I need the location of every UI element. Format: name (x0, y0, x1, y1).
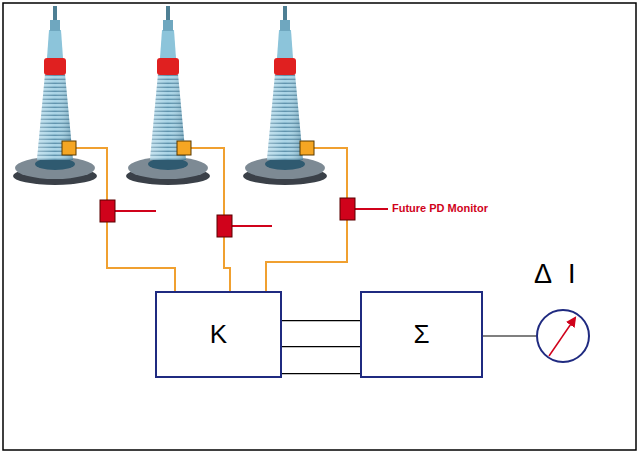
frame (3, 3, 636, 450)
box-label: K (210, 319, 227, 350)
meter-needle (549, 318, 575, 356)
sensor-wire (75, 148, 347, 291)
summing-box: Σ (360, 291, 483, 378)
current-meter: Δ I (536, 309, 590, 363)
bushing (243, 6, 327, 185)
coupling-box: K (155, 291, 282, 378)
signal-line (483, 335, 536, 336)
meter-label: Δ I (534, 259, 576, 290)
pd-coupler (100, 198, 355, 237)
signal-line (282, 346, 360, 347)
box-label: Σ (413, 319, 429, 350)
bushing (126, 6, 210, 185)
sensor (62, 141, 314, 155)
monitor-note: Future PD Monitor (392, 202, 488, 214)
bushing (13, 6, 97, 185)
signal-line (282, 320, 360, 321)
signal-line (282, 373, 360, 374)
